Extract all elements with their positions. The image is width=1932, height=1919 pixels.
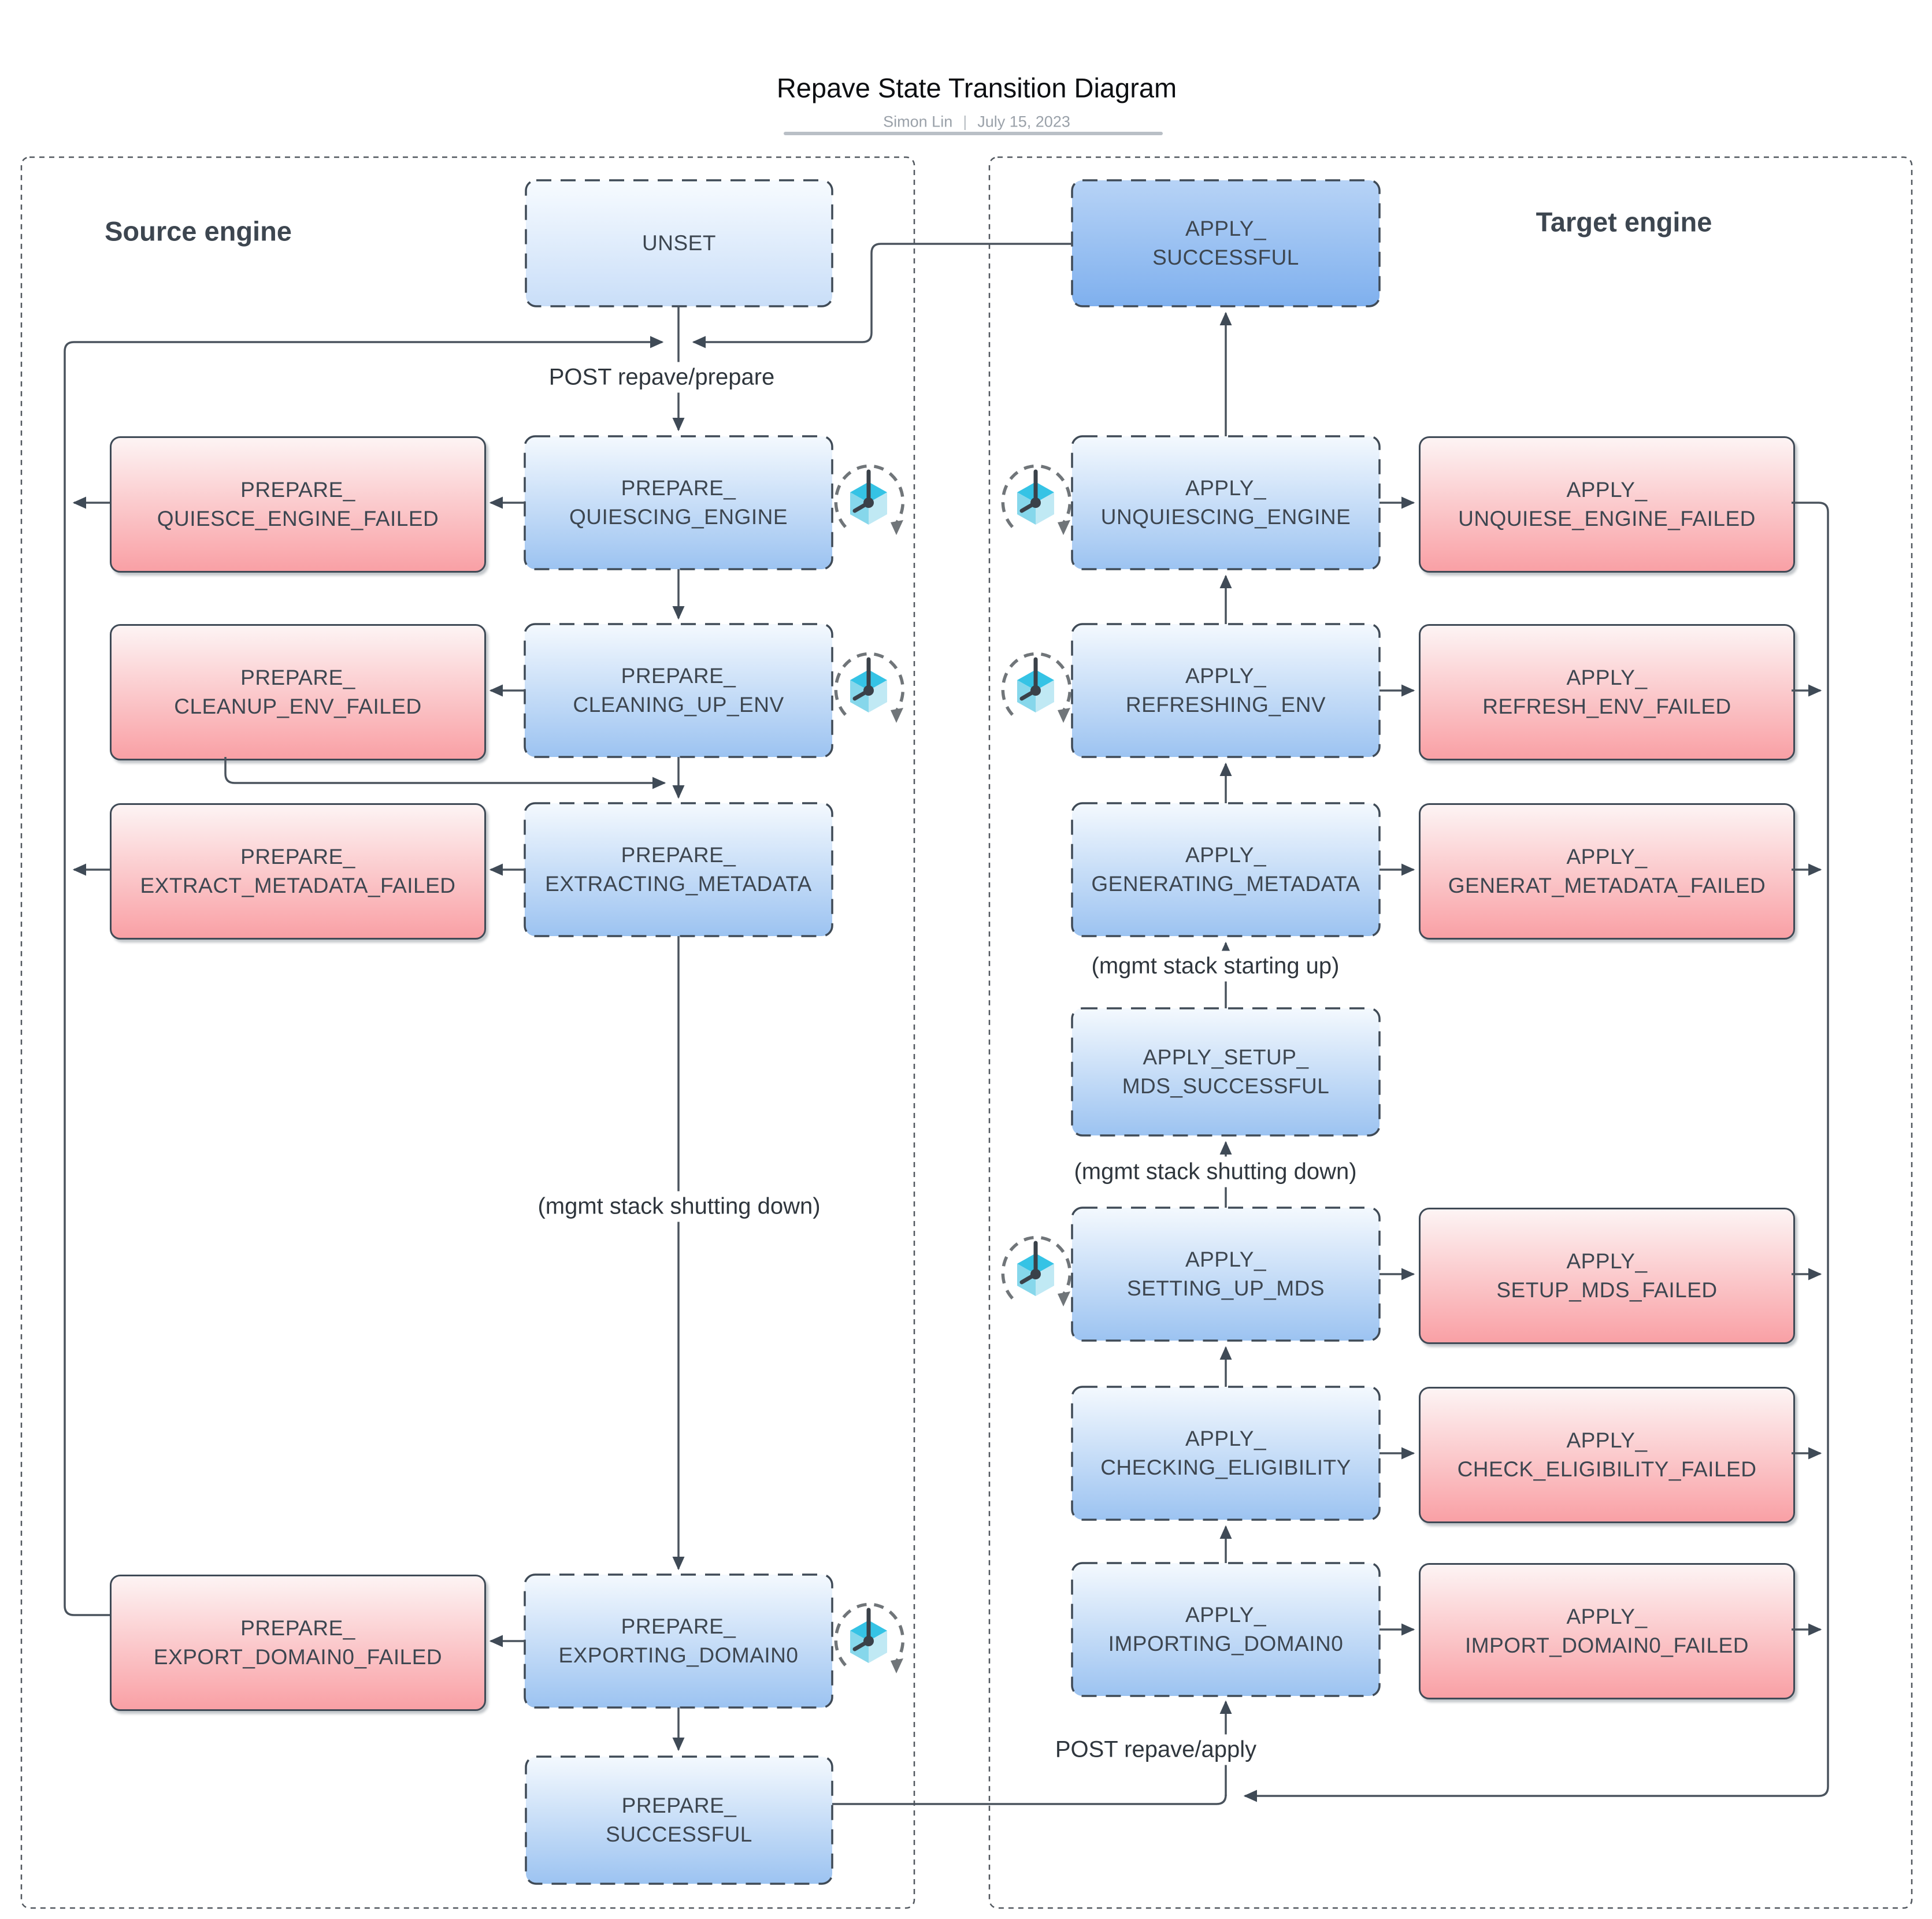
state-label: REFRESHING_ENV [1125,693,1326,717]
cube-clock-rotation-icon [836,1604,903,1673]
state-label: PREPARE_ [621,843,736,867]
state-apply-unquiescing-engine: APPLY_ UNQUIESCING_ENGINE [1072,436,1380,569]
state-label: PREPARE_ [621,664,736,688]
cube-clock-rotation-icon [1003,654,1070,723]
state-prepare-extract-metadata-failed: PREPARE_ EXTRACT_METADATA_FAILED [110,803,486,940]
state-prepare-quiesce-engine-failed: PREPARE_ QUIESCE_ENGINE_FAILED [110,436,486,573]
source-engine-heading: Source engine [105,216,292,247]
state-label: UNSET [642,231,716,255]
state-label: APPLY_ [1185,843,1267,867]
state-prepare-exporting-domain0: PREPARE_ EXPORTING_DOMAIN0 [525,1575,832,1708]
state-label: PREPARE_ [621,1614,736,1639]
state-label: APPLY_ [1185,1427,1267,1451]
subtitle-date: July 15, 2023 [977,113,1070,131]
edge-label-post-apply: POST repave/apply [1047,1734,1265,1765]
subtitle-separator: | [963,113,967,131]
subtitle-divider [784,132,1163,135]
state-label: APPLY_ [1185,217,1267,241]
state-prepare-extracting-metadata: PREPARE_ EXTRACTING_METADATA [525,803,832,936]
state-label: GENERATING_METADATA [1091,872,1360,896]
state-label: QUIESCING_ENGINE [569,505,788,529]
state-apply-setup-mds-successful: APPLY_SETUP_ MDS_SUCCESSFUL [1072,1008,1380,1135]
state-apply-generat-metadata-failed: APPLY_ GENERAT_METADATA_FAILED [1419,803,1795,940]
cube-clock-rotation-icon [836,654,903,723]
state-prepare-successful: PREPARE_ SUCCESSFUL [526,1757,832,1884]
state-label: CHECK_ELIGIBILITY_FAILED [1457,1457,1757,1481]
edge-label-mgmt-shutting-down-left: (mgmt stack shutting down) [529,1191,829,1222]
state-prepare-cleaning-up-env: PREPARE_ CLEANING_UP_ENV [525,624,832,757]
state-label: CLEANUP_ENV_FAILED [174,695,422,718]
state-apply-refreshing-env: APPLY_ REFRESHING_ENV [1072,624,1380,757]
state-label: UNQUIESCING_ENGINE [1100,505,1351,529]
state-unset: UNSET [526,180,832,306]
state-label: PREPARE_ [240,1616,355,1640]
state-label: EXPORTING_DOMAIN0 [558,1643,799,1667]
cube-clock-rotation-icon [1003,466,1070,535]
state-apply-successful: APPLY_ SUCCESSFUL [1072,180,1380,306]
state-apply-generating-metadata: APPLY_ GENERATING_METADATA [1072,803,1380,936]
edge-cleanup-failed-to-junction [224,757,666,789]
state-apply-setting-up-mds: APPLY_ SETTING_UP_MDS [1072,1208,1380,1341]
subtitle-author: Simon Lin [883,113,953,131]
target-engine-heading: Target engine [1536,206,1712,237]
state-label: UNQUIESE_ENGINE_FAILED [1458,507,1756,530]
state-label: EXTRACT_METADATA_FAILED [140,874,456,897]
edge-label-mgmt-starting-up: (mgmt stack starting up) [1083,951,1348,982]
state-label: PREPARE_ [240,845,355,869]
state-label: QUIESCE_ENGINE_FAILED [157,507,439,530]
state-label: PREPARE_ [240,666,355,690]
cube-clock-rotation-icon [1003,1237,1070,1306]
cube-clock-rotation-icon [836,466,903,535]
state-label: APPLY_ [1566,1605,1648,1629]
state-label: APPLY_ [1185,1248,1267,1272]
state-label: CHECKING_ELIGIBILITY [1100,1456,1351,1479]
state-label: GENERAT_METADATA_FAILED [1448,874,1766,897]
state-label: APPLY_ [1566,1249,1648,1274]
state-label: SETUP_MDS_FAILED [1496,1278,1718,1302]
edge-prepare-successful-to-junction [832,1794,1227,1805]
state-label: APPLY_ [1185,1603,1267,1627]
state-prepare-quiescing-engine: PREPARE_ QUIESCING_ENGINE [525,436,832,569]
state-apply-unquiese-engine-failed: APPLY_ UNQUIESE_ENGINE_FAILED [1419,436,1795,573]
state-label: APPLY_ [1566,666,1648,690]
state-label: APPLY_SETUP_ [1143,1045,1309,1070]
state-label: SUCCESSFUL [606,1823,752,1846]
state-apply-setup-mds-failed: APPLY_ SETUP_MDS_FAILED [1419,1208,1795,1344]
state-label: APPLY_ [1566,478,1648,502]
state-prepare-cleanup-env-failed: PREPARE_ CLEANUP_ENV_FAILED [110,624,486,760]
state-label: EXPORT_DOMAIN0_FAILED [153,1645,443,1669]
state-label: CLEANING_UP_ENV [573,693,784,717]
state-apply-refresh-env-failed: APPLY_ REFRESH_ENV_FAILED [1419,624,1795,760]
state-label: SUCCESSFUL [1152,246,1299,269]
state-label: PREPARE_ [621,476,736,500]
state-label: IMPORT_DOMAIN0_FAILED [1465,1634,1749,1657]
edge-label-mgmt-shutting-down-right: (mgmt stack shutting down) [1066,1156,1365,1187]
edge-label-post-prepare: POST repave/prepare [540,362,783,393]
state-label: PREPARE_ [621,1794,737,1818]
state-label: PREPARE_ [240,478,355,502]
page-title: Repave State Transition Diagram [776,72,1177,103]
state-apply-import-domain0-failed: APPLY_ IMPORT_DOMAIN0_FAILED [1419,1563,1795,1699]
state-label: IMPORTING_DOMAIN0 [1108,1632,1344,1656]
state-apply-importing-domain0: APPLY_ IMPORTING_DOMAIN0 [1072,1563,1380,1696]
state-label: APPLY_ [1566,845,1648,869]
state-label: APPLY_ [1185,664,1267,688]
state-label: APPLY_ [1185,476,1267,500]
state-label: MDS_SUCCESSFUL [1122,1074,1330,1098]
state-apply-checking-eligibility: APPLY_ CHECKING_ELIGIBILITY [1072,1387,1380,1520]
state-label: SETTING_UP_MDS [1126,1276,1325,1300]
state-apply-check-eligibility-failed: APPLY_ CHECK_ELIGIBILITY_FAILED [1419,1387,1795,1523]
state-label: EXTRACTING_METADATA [545,872,812,896]
state-prepare-export-domain0-failed: PREPARE_ EXPORT_DOMAIN0_FAILED [110,1575,486,1711]
state-label: APPLY_ [1566,1428,1648,1453]
subtitle: Simon Lin | July 15, 2023 [883,113,1070,131]
state-label: REFRESH_ENV_FAILED [1482,695,1731,718]
